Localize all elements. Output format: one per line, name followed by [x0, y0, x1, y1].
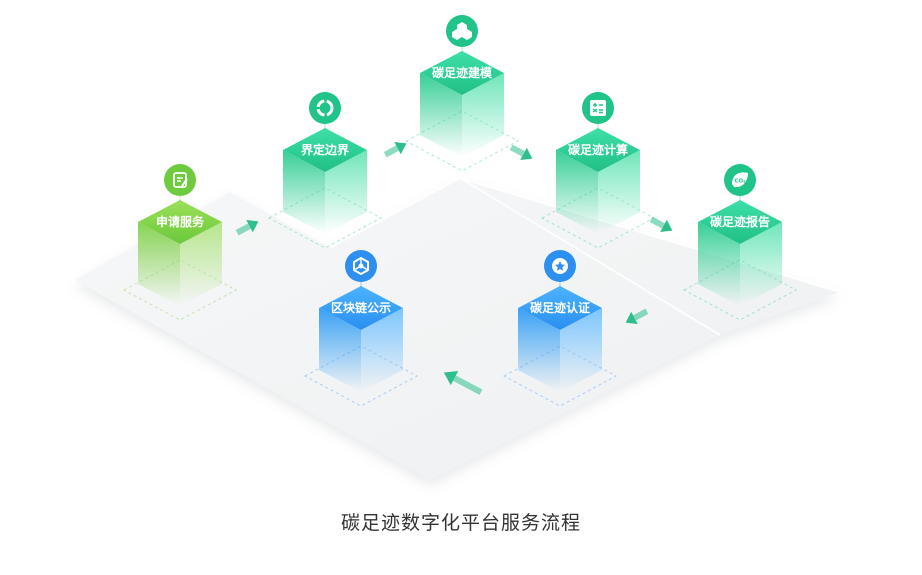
block-top-face [556, 128, 640, 172]
block-right-face [462, 73, 504, 157]
block-right-face [180, 222, 222, 306]
node-label: 申请服务 [156, 214, 205, 229]
icon-badge [164, 164, 196, 196]
node-label: 碳足迹报告 [710, 214, 770, 229]
node-label: 界定边界 [301, 142, 349, 157]
block-top-face [283, 128, 367, 172]
flow-arrows [235, 141, 673, 395]
node-define: 界定边界 [267, 92, 383, 249]
arrow-certify-to-chain [443, 371, 483, 395]
node-chain: 区块链公示 [303, 250, 419, 407]
block-right-face [740, 222, 782, 306]
block-left-face [319, 308, 361, 392]
arrow-report-to-certify [625, 308, 649, 325]
block-top-face [698, 200, 782, 244]
co2-leaf-icon: CO₂ [732, 172, 748, 188]
block-right-face [325, 150, 367, 234]
block-right-face [598, 150, 640, 234]
blockchain-node-icon [353, 256, 369, 276]
block-left-face [138, 222, 180, 306]
block-left-face [556, 150, 598, 234]
block-right-face [560, 308, 602, 392]
node-label: 区块链公示 [331, 300, 391, 315]
ring-cycle-icon [316, 99, 334, 117]
node-apply: 申请服务 [122, 164, 238, 321]
hexagon-cluster-icon [452, 22, 472, 40]
block-left-face [698, 222, 740, 306]
icon-badge [309, 92, 341, 124]
block-left-face [518, 308, 560, 392]
node-certify: 碳足迹认证 [502, 250, 618, 407]
block-top-face [420, 51, 504, 95]
svg-text:CO₂: CO₂ [734, 179, 746, 185]
arrow-calc-to-report [649, 216, 673, 233]
node-label: 碳足迹计算 [568, 142, 628, 157]
node-report: 碳足迹报告 CO₂ [682, 164, 798, 321]
block-top-face [138, 200, 222, 244]
block-top-face [319, 286, 403, 330]
diagram-caption: 碳足迹数字化平台服务流程 [340, 512, 581, 534]
node-label: 碳足迹建模 [432, 65, 493, 80]
document-edit-icon [173, 172, 188, 188]
node-model: 碳足迹建模 [404, 15, 520, 172]
arrow-define-to-model [383, 141, 407, 158]
node-calc: 碳足迹计算 [540, 92, 656, 249]
block-top-face [518, 286, 602, 330]
block-right-face [361, 308, 403, 392]
arrow-apply-to-define [235, 219, 259, 236]
node-label: 碳足迹认证 [530, 300, 590, 315]
calculator-icon [590, 100, 606, 116]
block-left-face [283, 150, 325, 234]
star-badge-icon [552, 258, 568, 274]
block-left-face [420, 73, 462, 157]
arrow-model-to-calc [509, 144, 533, 161]
